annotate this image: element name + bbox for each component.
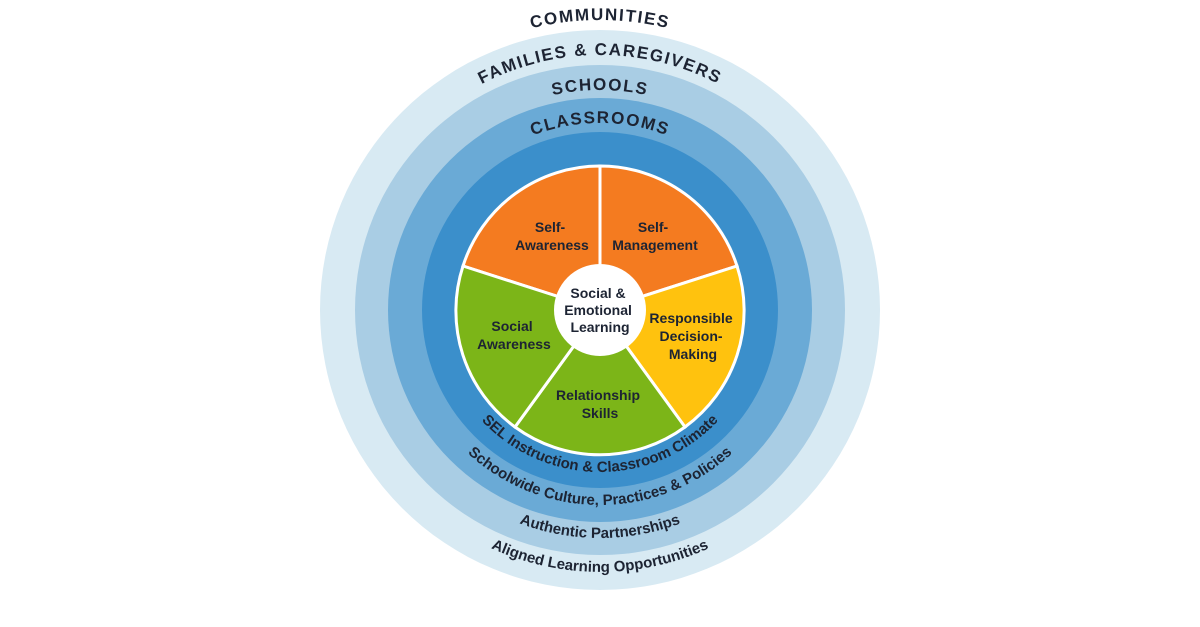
ring-label-communities: COMMUNITIES [528,5,672,32]
label-relationship-skills: Relationship Skills [556,387,644,421]
label-self-management: Self- Management [612,219,698,253]
label-responsible-decision-making: Responsible Decision- Making [649,310,736,362]
wedge-relationship-skills [512,307,688,457]
center-label: Social & Emotional Learning [564,285,636,335]
wedge-self-awareness [461,164,602,313]
label-self-awareness: Self- Awareness [515,219,589,253]
label-social-awareness: Social Awareness [477,318,551,352]
wedge-self-management [598,164,739,313]
center-circle [554,264,646,356]
